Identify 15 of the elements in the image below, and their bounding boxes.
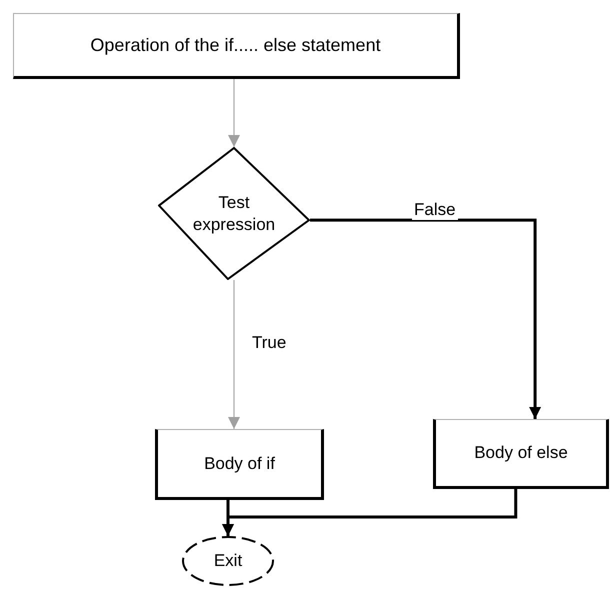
node-text: Operation of the if..... else statement [90,34,381,56]
node-text: Exit [214,550,242,572]
arrow [310,218,542,419]
node-text: Test expression [192,192,276,235]
arrow [228,78,240,148]
terminal-ellipse [182,536,274,586]
process-box [13,13,460,79]
edge-label: False [412,200,458,220]
decision-diamond [158,147,310,280]
arrow [222,489,518,536]
process-box [433,419,609,489]
process-box [155,429,324,500]
arrow [228,280,240,430]
node-text: Body of else [474,442,568,464]
node-text: Body of if [204,452,275,474]
